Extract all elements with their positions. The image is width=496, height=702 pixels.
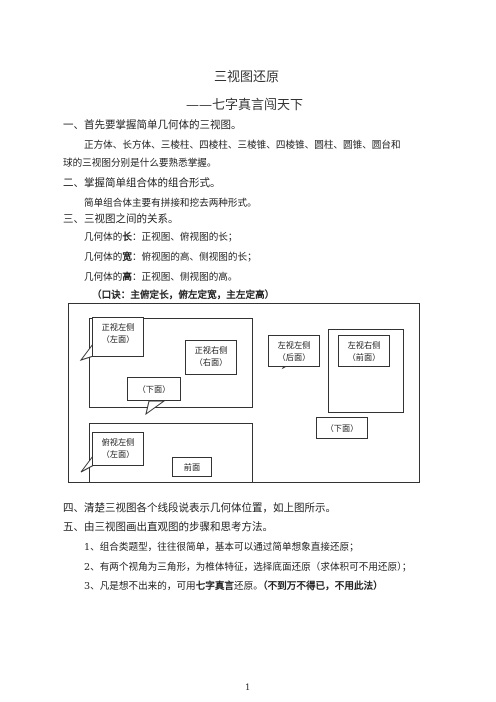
callout-front-bottom: （下面）: [127, 377, 181, 401]
callout-top-bottom-text: 前面: [183, 462, 201, 472]
rule-width-prefix: 几何体的: [84, 252, 123, 263]
callout-top-bottom: 前面: [172, 457, 212, 477]
step-3-text: 3、凡是想不出来的，可用: [84, 581, 196, 592]
rule-width-key: 宽: [122, 252, 132, 263]
step-3-keyword: 七字真言: [195, 581, 235, 592]
section-5-heading: 五、由三视图画出直观图的步骤和思考方法。: [63, 521, 273, 533]
callout-side-left: 左视左侧 （后面）: [268, 335, 320, 367]
callout-top-left-line-2: （左面）: [101, 449, 135, 459]
rule-height-prefix: 几何体的: [84, 272, 123, 283]
page-subtitle: ——七字真言闯天下: [186, 98, 304, 113]
callout-side-right: 左视右侧 （前面）: [338, 335, 390, 367]
callout-side-left-line-1: 左视左侧: [277, 340, 311, 350]
section-4-heading: 四、清楚三视图各个线段说表示几何体位置，如上图所示。: [63, 502, 336, 514]
rule-height-rest: ：正视图、侧视图的高。: [131, 272, 238, 283]
callout-side-right-line-1: 左视右侧: [347, 340, 381, 350]
step-2: 2、有两个视角为三角形，为椎体特征，选择底面还原（求体积可不用还原）；: [84, 562, 412, 573]
rule-height: 几何体的高：正视图、侧视图的高。: [84, 269, 238, 283]
callout-top-left-line-1: 俯视左侧: [101, 437, 135, 447]
section-1-heading: 一、首先要掌握简单几何体的三视图。: [63, 119, 242, 131]
section-1-line-1: 正方体、长方体、三棱柱、四棱柱、三棱锥、四棱锥、圆柱、圆锥、圆台和: [84, 140, 401, 151]
callout-front-left: 正视左侧 （左面）: [92, 317, 144, 357]
callout-front-right: 正视右侧 （右面）: [185, 340, 237, 375]
callout-front-right-line-1: 正视右侧: [194, 345, 228, 355]
step-1: 1、组合类题型，往往很简单，基本可以通过简单想象直接还原；: [84, 542, 359, 553]
page-title: 三视图还原: [214, 70, 280, 85]
rule-length-key: 长: [122, 232, 132, 243]
three-view-diagram: 正视左侧 （左面） 正视右侧 （右面） （下面） 左视左侧 （后面） 左视右侧 …: [68, 303, 420, 483]
callout-side-right-line-2: （前面）: [347, 352, 381, 362]
rule-width-rest: ：俯视图的高、侧视图的长；: [131, 252, 257, 263]
callout-front-left-line-1: 正视左侧: [101, 322, 135, 332]
step-3-note: （不到万不得已，不用此法）: [262, 581, 383, 592]
callout-top-left: 俯视左侧 （左面）: [92, 432, 144, 466]
callout-side-left-line-2: （后面）: [277, 352, 311, 362]
callout-side-bottom-text: （下面）: [325, 423, 359, 433]
callout-side-bottom: （下面）: [316, 417, 368, 439]
callout-front-bottom-text: （下面）: [137, 384, 171, 394]
rule-length-prefix: 几何体的: [84, 232, 123, 243]
rule-length-rest: ：正视图、俯视图的长；: [131, 232, 238, 243]
step-3: 3、凡是想不出来的，可用七字真言还原。（不到万不得已，不用此法）: [84, 578, 383, 592]
section-2-heading: 二、掌握简单组合体的组合形式。: [63, 177, 221, 189]
rule-width: 几何体的宽：俯视图的高、侧视图的长；: [84, 249, 257, 263]
step-3-text-2: 还原。: [234, 581, 263, 592]
section-2-line-1: 简单组合体主要有拼接和挖去两种形式。: [84, 198, 257, 209]
rule-height-key: 高: [122, 272, 132, 283]
callout-front-left-line-2: （左面）: [101, 334, 135, 344]
section-1-line-2: 球的三视图分别是什么要熟悉掌握。: [63, 158, 217, 169]
tail-front-bottom: [145, 400, 166, 416]
section-3-heading: 三、三视图之间的关系。: [63, 213, 179, 225]
rule-length: 几何体的长：正视图、俯视图的长；: [84, 229, 238, 243]
mnemonic: （口诀：主俯定长，俯左定宽，主左定高）: [92, 290, 275, 301]
page-number: 1: [245, 683, 251, 693]
callout-front-right-line-2: （右面）: [194, 357, 228, 367]
